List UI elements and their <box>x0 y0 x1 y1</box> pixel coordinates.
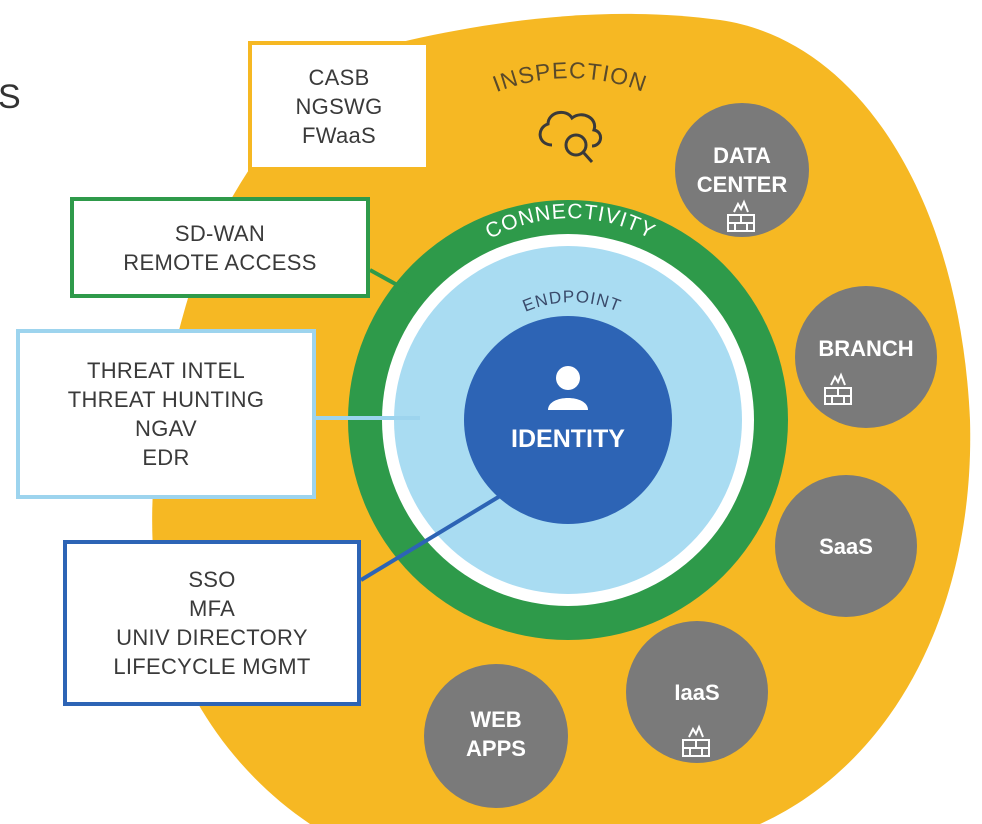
branch-label: BRANCH <box>818 336 913 361</box>
location-web-apps: WEB APPS <box>424 664 568 808</box>
capability-item: SSO <box>188 567 236 592</box>
identity-core <box>464 316 672 524</box>
web-apps-label-line1: WEB <box>470 707 521 732</box>
edge-text: S <box>0 78 21 116</box>
user-icon <box>548 366 588 410</box>
saas-label: SaaS <box>819 534 873 559</box>
capability-item: FWaaS <box>301 122 377 148</box>
inspection-capabilities-box: CASB NGSWG FWaaS <box>248 41 430 171</box>
data-center-label-line1: DATA <box>713 143 771 168</box>
capability-item: LIFECYCLE MGMT <box>113 654 311 679</box>
cloud-search-icon <box>538 110 602 164</box>
location-data-center: DATA CENTER <box>675 103 809 237</box>
location-saas: SaaS <box>775 475 917 617</box>
capability-item: NGSWG <box>295 93 383 119</box>
web-apps-label-line2: APPS <box>466 736 526 761</box>
capability-item: EDR <box>142 445 190 470</box>
firewall-icon <box>824 372 852 405</box>
capability-item: SD-WAN <box>174 220 266 246</box>
connector-connectivity <box>369 268 411 294</box>
iaas-label: IaaS <box>674 680 719 705</box>
location-branch: BRANCH <box>795 286 937 428</box>
capability-item: UNIV DIRECTORY <box>116 625 308 650</box>
connector-identity <box>359 491 507 582</box>
capability-item: REMOTE ACCESS <box>123 249 317 275</box>
capability-item: THREAT INTEL <box>86 358 246 383</box>
capability-item: CASB <box>308 64 370 90</box>
identity-label: IDENTITY <box>511 425 625 453</box>
capability-item: MFA <box>188 596 236 621</box>
connectivity-capabilities-box: SD-WAN REMOTE ACCESS <box>70 197 370 298</box>
endpoint-capabilities-box: THREAT INTEL THREAT HUNTING NGAV EDR <box>16 329 316 499</box>
identity-capabilities-box: SSO MFA UNIV DIRECTORY LIFECYCLE MGMT <box>63 540 361 706</box>
capability-item: THREAT HUNTING <box>67 387 265 412</box>
location-iaas: IaaS <box>626 621 768 763</box>
capability-item: NGAV <box>135 416 197 441</box>
firewall-icon <box>727 199 755 232</box>
firewall-icon <box>682 724 710 757</box>
data-center-label-line2: CENTER <box>697 172 788 197</box>
